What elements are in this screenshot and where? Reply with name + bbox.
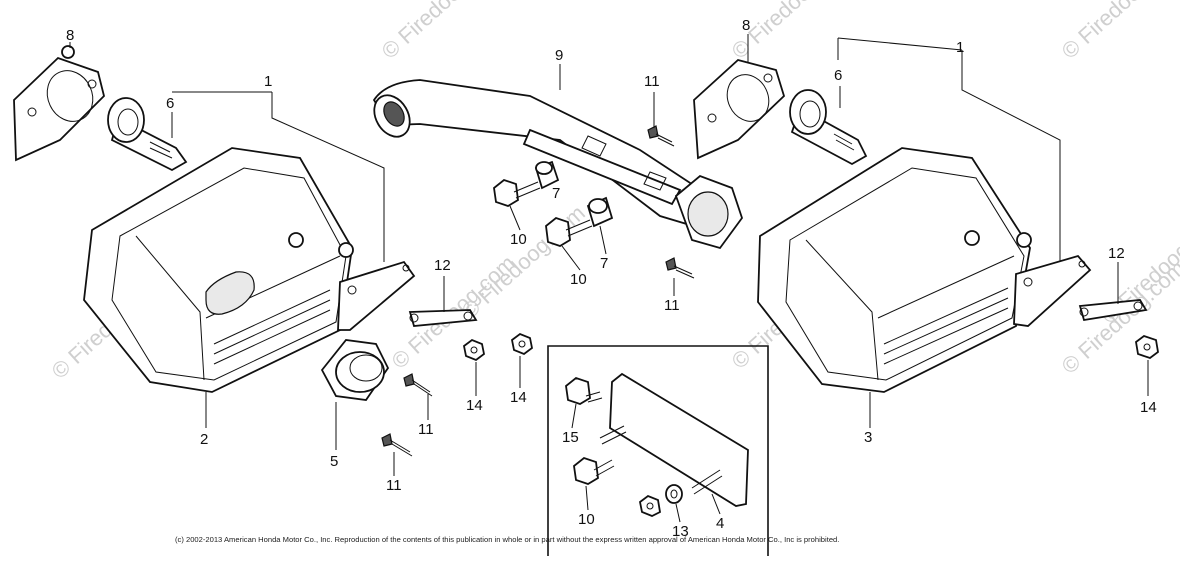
callout-14-left-b: 14 — [510, 389, 527, 406]
flange-bolt-lower — [545, 216, 593, 247]
callout-15: 15 — [562, 429, 579, 446]
inset-frame — [547, 345, 769, 556]
exhaust-pipe-right — [789, 89, 868, 166]
callout-7-upper: 7 — [552, 185, 560, 202]
callout-12-left: 12 — [434, 257, 451, 274]
bolt-10-inset — [573, 456, 615, 485]
callout-8-right: 8 — [742, 17, 750, 34]
callout-11-left-lower: 11 — [386, 477, 402, 494]
nut-inset — [639, 494, 661, 517]
spacer-lower — [586, 196, 614, 228]
callout-6-right: 6 — [834, 67, 842, 84]
callout-3: 3 — [864, 429, 872, 446]
callout-11-left-upper: 11 — [418, 421, 434, 438]
spacer-upper — [534, 160, 560, 190]
muffler-left — [83, 147, 416, 393]
callout-12-right: 12 — [1108, 245, 1125, 262]
exhaust-elbow-pipe — [372, 79, 744, 250]
muffler-right — [757, 147, 1092, 393]
gasket-right — [693, 59, 786, 160]
callout-1-right: 1 — [956, 39, 964, 56]
watermark: © Firedoog.com — [457, 200, 590, 324]
watermark: © Firedoog.com — [1057, 0, 1180, 64]
callout-6-left: 6 — [166, 95, 174, 112]
callout-10-upper: 10 — [510, 231, 527, 248]
screw-center-upper — [647, 125, 675, 147]
nut-left-a — [463, 338, 485, 362]
callout-10-inset: 10 — [578, 511, 595, 528]
copyright-notice: (c) 2002-2013 American Honda Motor Co., … — [175, 535, 839, 544]
bolt-15 — [565, 376, 603, 405]
screw-left-lower — [381, 433, 413, 457]
watermark: © Firedoog.com — [377, 0, 510, 64]
callouts: 8 1 6 2 5 11 11 12 14 14 9 11 7 7 10 10 … — [66, 17, 1157, 540]
callout-11-center-upper: 11 — [644, 73, 660, 90]
flange-bolt-upper — [493, 178, 541, 207]
callout-14-left-a: 14 — [466, 397, 483, 414]
callout-2: 2 — [200, 431, 208, 448]
gasket-left — [13, 45, 105, 162]
washer-13 — [665, 484, 683, 504]
callout-5: 5 — [330, 453, 338, 470]
leader-lines — [69, 34, 1149, 523]
exhaust-pipe-left — [107, 97, 188, 172]
screw-center-lower — [665, 257, 695, 279]
callout-14-right: 14 — [1140, 399, 1157, 416]
callout-9: 9 — [555, 47, 563, 64]
spark-arrester-cap — [320, 339, 390, 401]
nut-right — [1135, 334, 1159, 360]
bracket-right — [1078, 299, 1148, 322]
callout-11-center-lower: 11 — [664, 297, 680, 314]
callout-8-left: 8 — [66, 27, 74, 44]
callout-13: 13 — [672, 523, 689, 540]
nut-left-b — [511, 332, 533, 356]
callout-4: 4 — [716, 515, 724, 532]
callout-7-lower: 7 — [600, 255, 608, 272]
bracket-left — [408, 309, 478, 327]
callout-1-left: 1 — [264, 73, 272, 90]
screw-left-upper — [403, 373, 433, 397]
callout-10-lower: 10 — [570, 271, 587, 288]
mounting-plate — [599, 372, 749, 507]
